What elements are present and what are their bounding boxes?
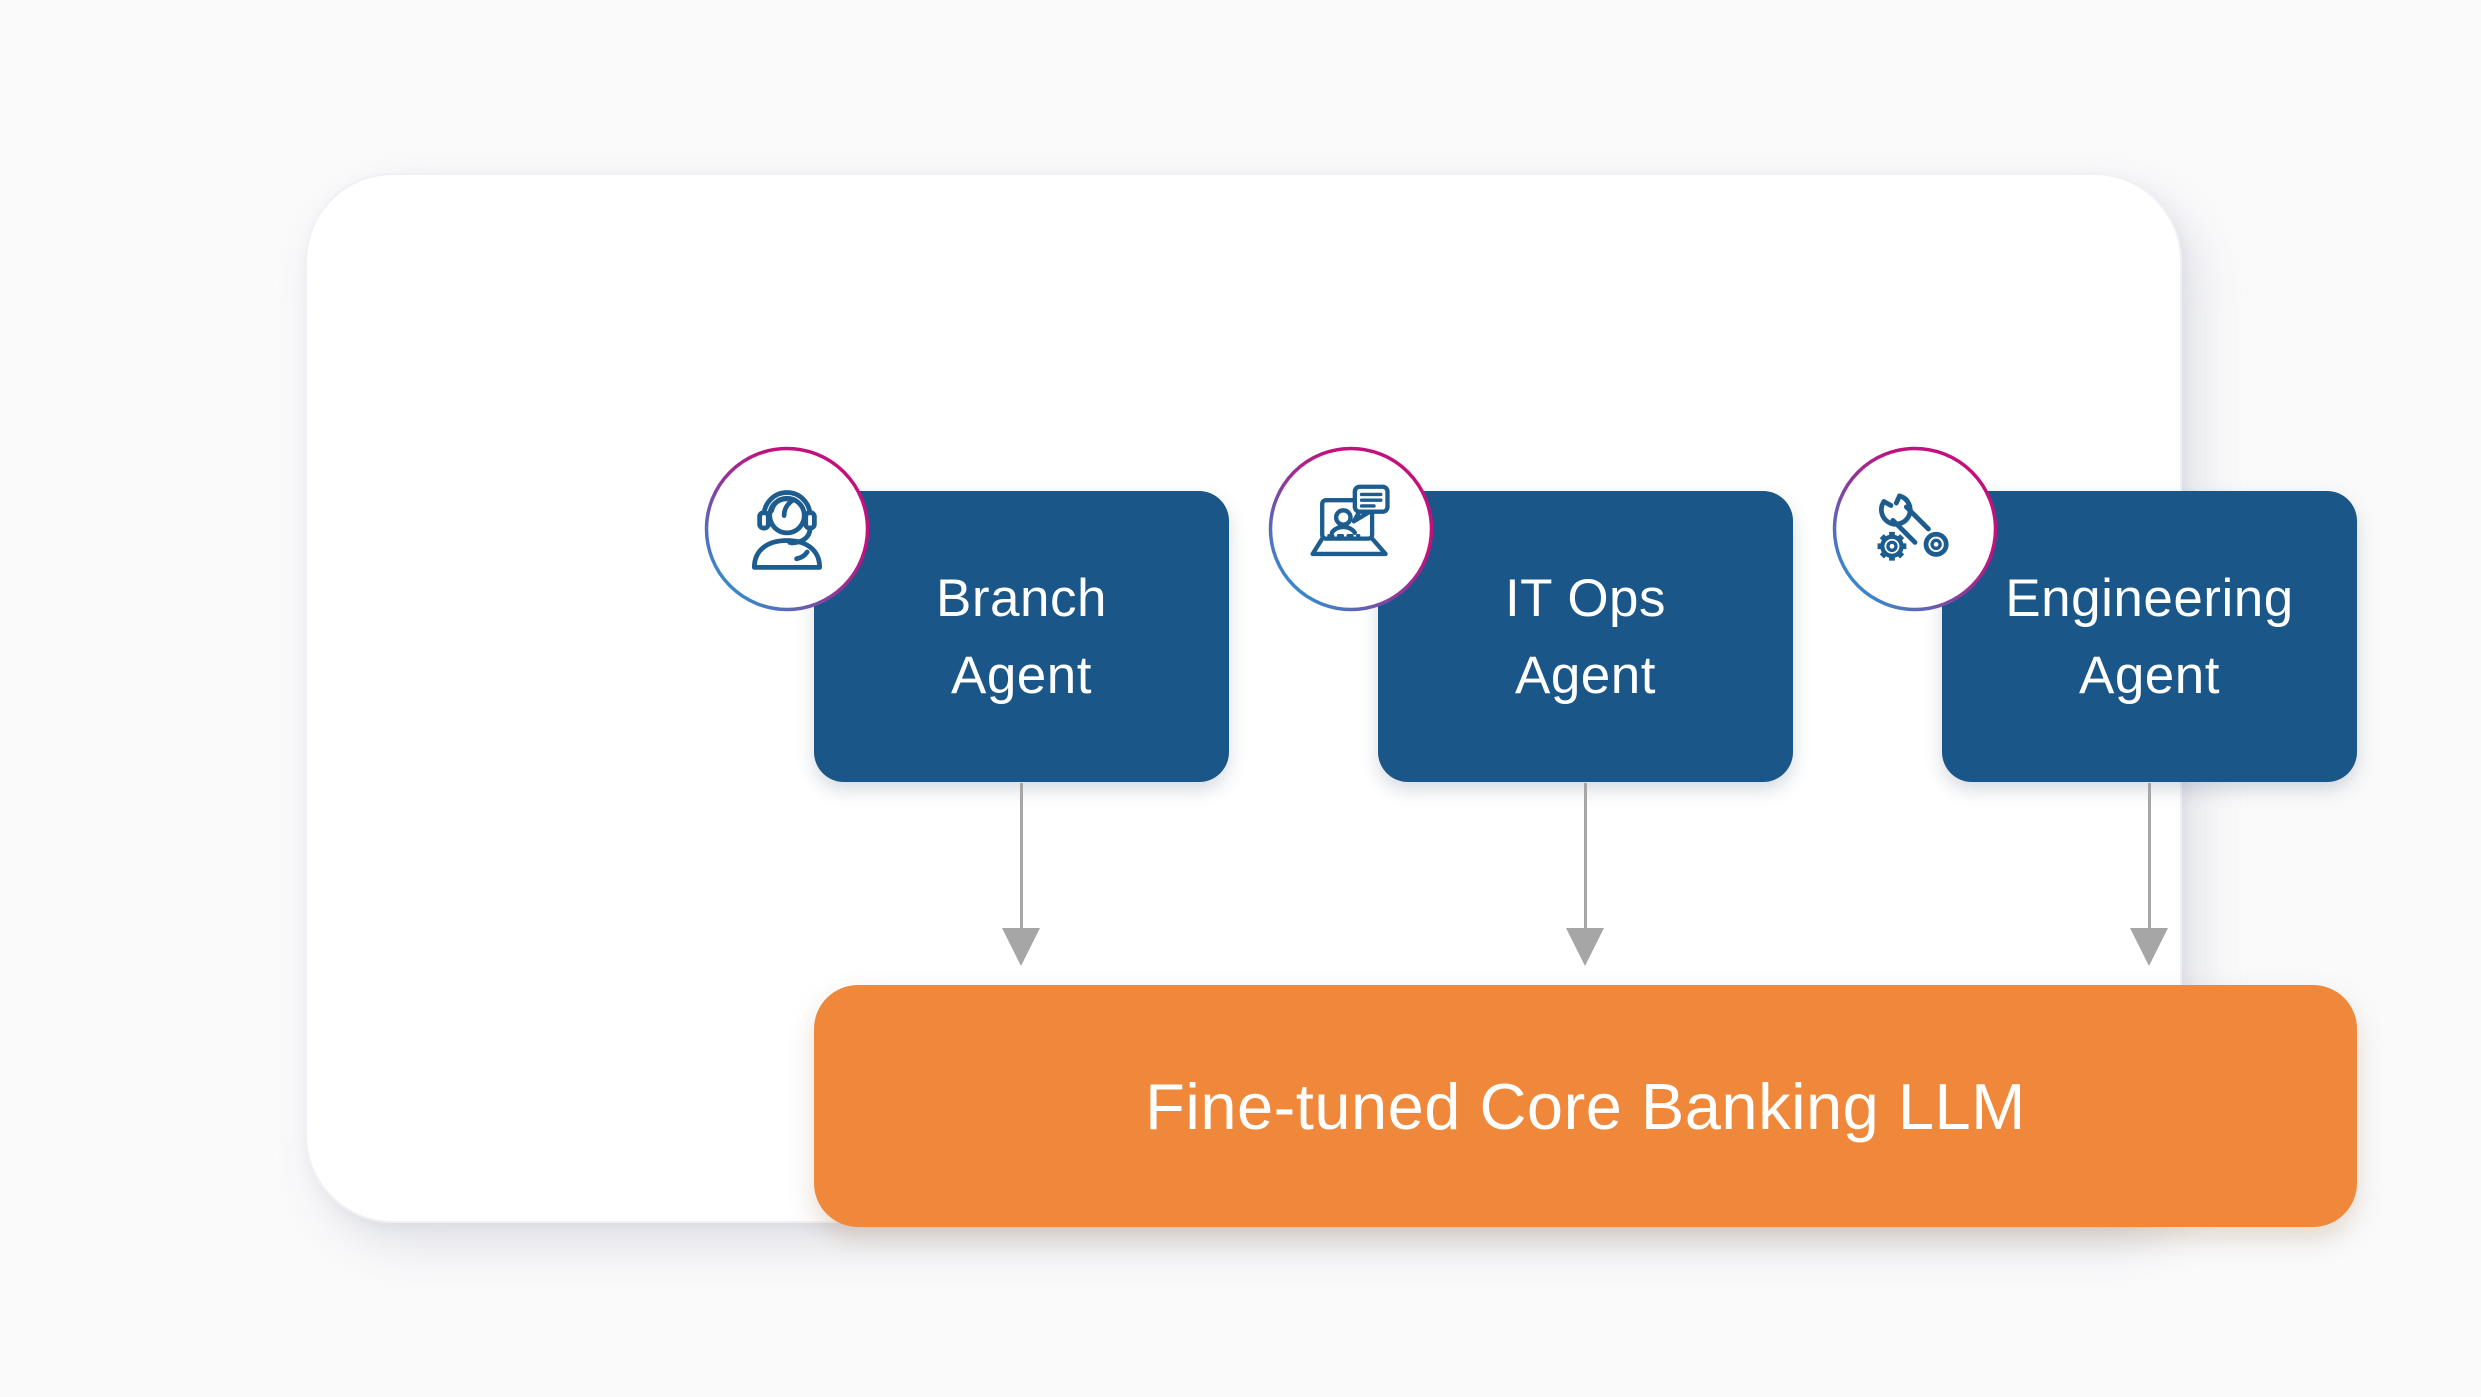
gradient-ring [1832, 446, 1998, 612]
arrow-line [1019, 783, 1023, 931]
badge-engineering-agent [1831, 445, 1999, 613]
arrow-head [1565, 928, 1604, 966]
agent-box-it-ops: IT Ops Agent [1378, 491, 1793, 782]
badge-branch-agent [703, 445, 871, 613]
arrow-it-ops-to-llm [1565, 783, 1605, 967]
support-agent-headset-icon [751, 490, 823, 570]
agent-box-it-ops-label-line2: Agent [1514, 645, 1656, 705]
arrow-head [1001, 928, 1040, 966]
agent-box-branch-label: Branch Agent [936, 560, 1107, 714]
arrow-branch-to-llm [1001, 783, 1041, 967]
laptop-video-chat-icon [1310, 484, 1390, 557]
agent-box-it-ops-label-line1: IT Ops [1504, 568, 1667, 628]
agent-box-it-ops-label: IT Ops Agent [1505, 560, 1666, 714]
diagram-card: Branch Agent IT Ops Agent Engineering Ag… [305, 173, 2357, 1227]
agent-box-branch-label-line2: Agent [950, 645, 1092, 705]
agent-box-branch-label-line1: Branch [936, 568, 1107, 628]
agent-box-engineering-label-line2: Agent [2078, 645, 2220, 705]
agent-box-engineering-label: Engineering Agent [2005, 560, 2293, 714]
gradient-ring [704, 446, 870, 612]
gear [1877, 531, 1907, 561]
agent-box-branch: Branch Agent [814, 491, 1229, 782]
wrench-gear-icon [1877, 493, 1949, 561]
agent-box-engineering: Engineering Agent [1942, 491, 2357, 782]
llm-box-label: Fine-tuned Core Banking LLM [1145, 1069, 2026, 1143]
arrow-head [2129, 928, 2168, 966]
arrow-engineering-to-llm [2129, 783, 2169, 967]
arrow-line [2147, 783, 2151, 931]
arrow-line [1583, 783, 1587, 931]
llm-box: Fine-tuned Core Banking LLM [814, 985, 2357, 1227]
badge-it-ops-agent [1267, 445, 1435, 613]
agent-box-engineering-label-line1: Engineering [2005, 568, 2294, 628]
